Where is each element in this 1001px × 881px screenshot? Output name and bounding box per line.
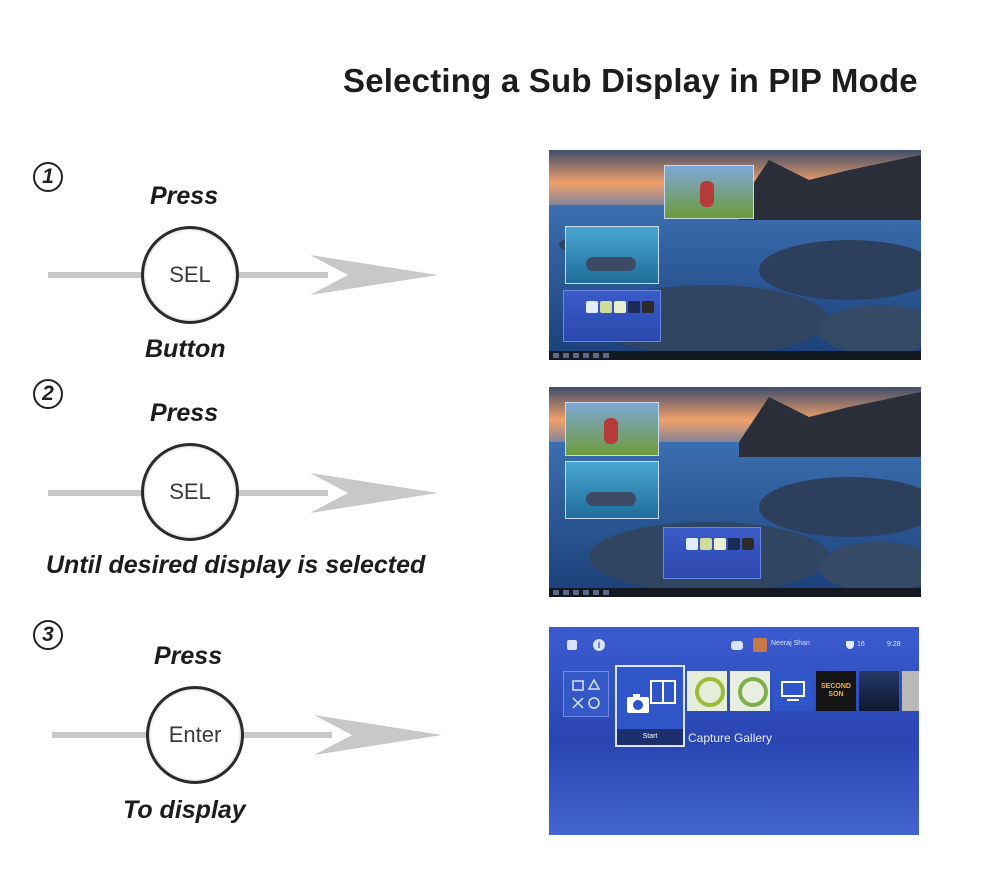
step-1-number: 1: [33, 162, 63, 192]
pip-window-middle[interactable]: [565, 226, 659, 284]
tv-video-tile[interactable]: [773, 671, 813, 711]
pip-window-ps4-panel[interactable]: [563, 290, 661, 342]
pip-window-ps4-panel[interactable]: [663, 527, 761, 579]
capture-gallery-label: Capture Gallery: [688, 731, 773, 745]
playstation-shapes-icon: [572, 678, 601, 709]
ps-store-icon[interactable]: [567, 640, 577, 650]
game-tile-second-son[interactable]: SECOND SON: [816, 671, 856, 711]
friends-icon[interactable]: [731, 641, 743, 650]
step-1-top-label: Press: [150, 182, 219, 210]
camera-film-icon: [627, 680, 676, 713]
step-2-arrow: [48, 473, 438, 513]
step-3-top-label: Press: [154, 642, 223, 670]
info-icon[interactable]: i: [593, 639, 605, 651]
step-1-arrow: [48, 255, 438, 295]
trophy-icon[interactable]: [846, 641, 854, 649]
capture-gallery-tile[interactable]: Start: [615, 665, 685, 747]
game-title-second-son: SECOND SON: [821, 683, 851, 698]
sel-button-label: SEL: [169, 262, 211, 287]
trophy-count: 16: [857, 641, 865, 648]
step-2-bottom-label: Until desired display is selected: [46, 551, 426, 579]
pip-window-middle[interactable]: [565, 461, 659, 519]
step-3-bottom-label: To display: [123, 796, 246, 824]
start-label: Start: [642, 733, 658, 740]
enter-button-label: Enter: [168, 722, 222, 747]
page-title: Selecting a Sub Display in PIP Mode: [343, 62, 918, 99]
start-bar[interactable]: Start: [617, 729, 683, 745]
screen-step-1: [549, 150, 921, 360]
game-tile-4[interactable]: [859, 671, 899, 711]
pip-window-top[interactable]: [664, 165, 754, 219]
game-tile-5[interactable]: [902, 671, 919, 711]
windows-taskbar: [549, 588, 921, 597]
game-tile-2[interactable]: [730, 671, 770, 711]
library-tile[interactable]: [563, 671, 609, 717]
step-3-arrow: [52, 715, 442, 755]
clock: 9:28: [887, 641, 901, 648]
pip-window-top[interactable]: [565, 402, 659, 456]
sel-button-label: SEL: [169, 479, 211, 504]
avatar[interactable]: [753, 638, 767, 652]
step-1-bottom-label: Button: [145, 335, 226, 363]
step-3-number: 3: [33, 620, 63, 650]
screen-step-3-ps4-home: i Neeraj Shan 16 9:28 Start: [549, 627, 919, 835]
windows-taskbar: [549, 351, 921, 360]
enter-button[interactable]: Enter: [146, 686, 244, 784]
ps4-top-bar: i Neeraj Shan 16 9:28: [549, 627, 919, 663]
user-name: Neeraj Shan: [771, 640, 810, 647]
game-tile-1[interactable]: [687, 671, 727, 711]
step-2-top-label: Press: [150, 399, 219, 427]
sel-button[interactable]: SEL: [141, 226, 239, 324]
tv-icon: [781, 681, 805, 701]
sel-button[interactable]: SEL: [141, 443, 239, 541]
step-2-number: 2: [33, 379, 63, 409]
screen-step-2: [549, 387, 921, 597]
